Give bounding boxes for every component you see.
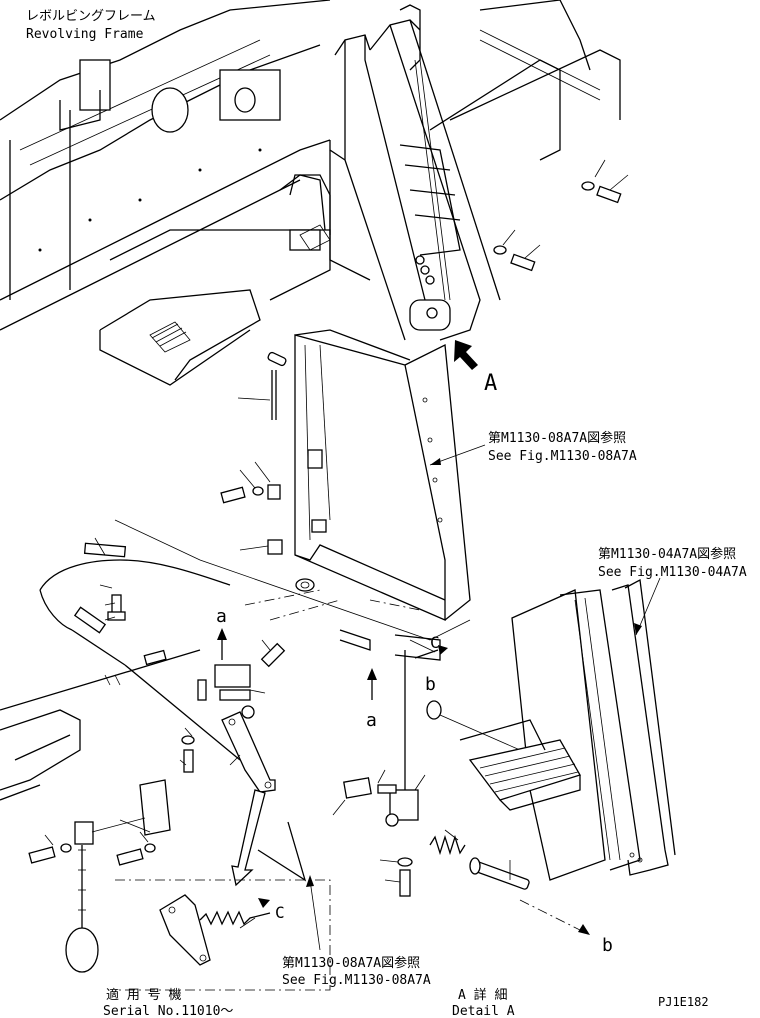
svg-text:b: b	[425, 674, 436, 695]
callout-a-lower: a	[366, 668, 377, 731]
step-assembly	[459, 589, 641, 881]
serial-label-jp: 適 用 号 機	[106, 987, 181, 1003]
bolt-bottom-middle	[116, 831, 156, 866]
spring	[429, 829, 466, 856]
bolt-ladder-right	[493, 229, 541, 272]
lock-handle	[237, 351, 287, 420]
revolving-frame-label-jp: レボルビングフレーム	[26, 9, 156, 24]
ref-bottom-en: See Fig.M1130-08A7A	[282, 973, 431, 988]
chain-hanger	[65, 817, 146, 973]
revolving-frame-label-en: Revolving Frame	[26, 27, 144, 42]
view-a-arrow: A	[454, 340, 497, 396]
bottom-left-structure	[0, 649, 201, 836]
latch-assembly	[332, 650, 426, 897]
view-a-label: A	[484, 371, 497, 396]
bolt-lever-left	[179, 727, 195, 773]
handrail	[611, 578, 676, 876]
callout-a-upper: a	[216, 606, 227, 660]
svg-text:C: C	[430, 633, 440, 652]
bolt-middle-left	[220, 461, 281, 504]
cable-assembly	[39, 537, 241, 761]
revolving-frame	[0, 0, 371, 386]
svg-text:a: a	[366, 710, 377, 731]
ladder-assembly	[289, 0, 621, 341]
callout-b-circle: b	[425, 674, 521, 751]
access-panel	[294, 329, 471, 621]
callout-b-bottom: b	[519, 899, 613, 956]
ref-callout-upper: 第M1130-08A7A図参照 See Fig.M1130-08A7A	[429, 430, 637, 466]
ref-bottom-jp: 第M1130-08A7A図参照	[282, 955, 420, 971]
ref-callout-right: 第M1130-04A7A図参照 See Fig.M1130-04A7A	[598, 546, 747, 636]
latch-middle	[239, 539, 315, 592]
drawing-code: PJ1E182	[658, 995, 709, 1009]
ref-upper-jp: 第M1130-08A7A図参照	[488, 430, 626, 446]
ref-upper-en: See Fig.M1130-08A7A	[488, 449, 637, 464]
lever-bracket	[197, 639, 286, 793]
ref-right-en: See Fig.M1130-04A7A	[598, 565, 747, 580]
ref-callout-bottom: 第M1130-08A7A図参照 See Fig.M1130-08A7A	[257, 821, 431, 988]
serial-label-en: Serial No.11010～	[103, 1004, 233, 1018]
svg-text:C: C	[275, 903, 285, 922]
svg-text:a: a	[216, 606, 227, 627]
bolt-bottom-left	[28, 834, 72, 864]
svg-text:b: b	[602, 935, 613, 956]
callout-c-upper: C	[414, 633, 448, 659]
detail-label-en: Detail A	[452, 1004, 515, 1018]
detail-label-jp: A 詳 細	[458, 987, 507, 1003]
ref-right-jp: 第M1130-04A7A図参照	[598, 546, 736, 562]
serial-detail-box: C	[115, 879, 331, 991]
detail-arrow	[231, 789, 266, 887]
bolt-upper-right	[581, 159, 629, 204]
pin	[469, 857, 530, 890]
